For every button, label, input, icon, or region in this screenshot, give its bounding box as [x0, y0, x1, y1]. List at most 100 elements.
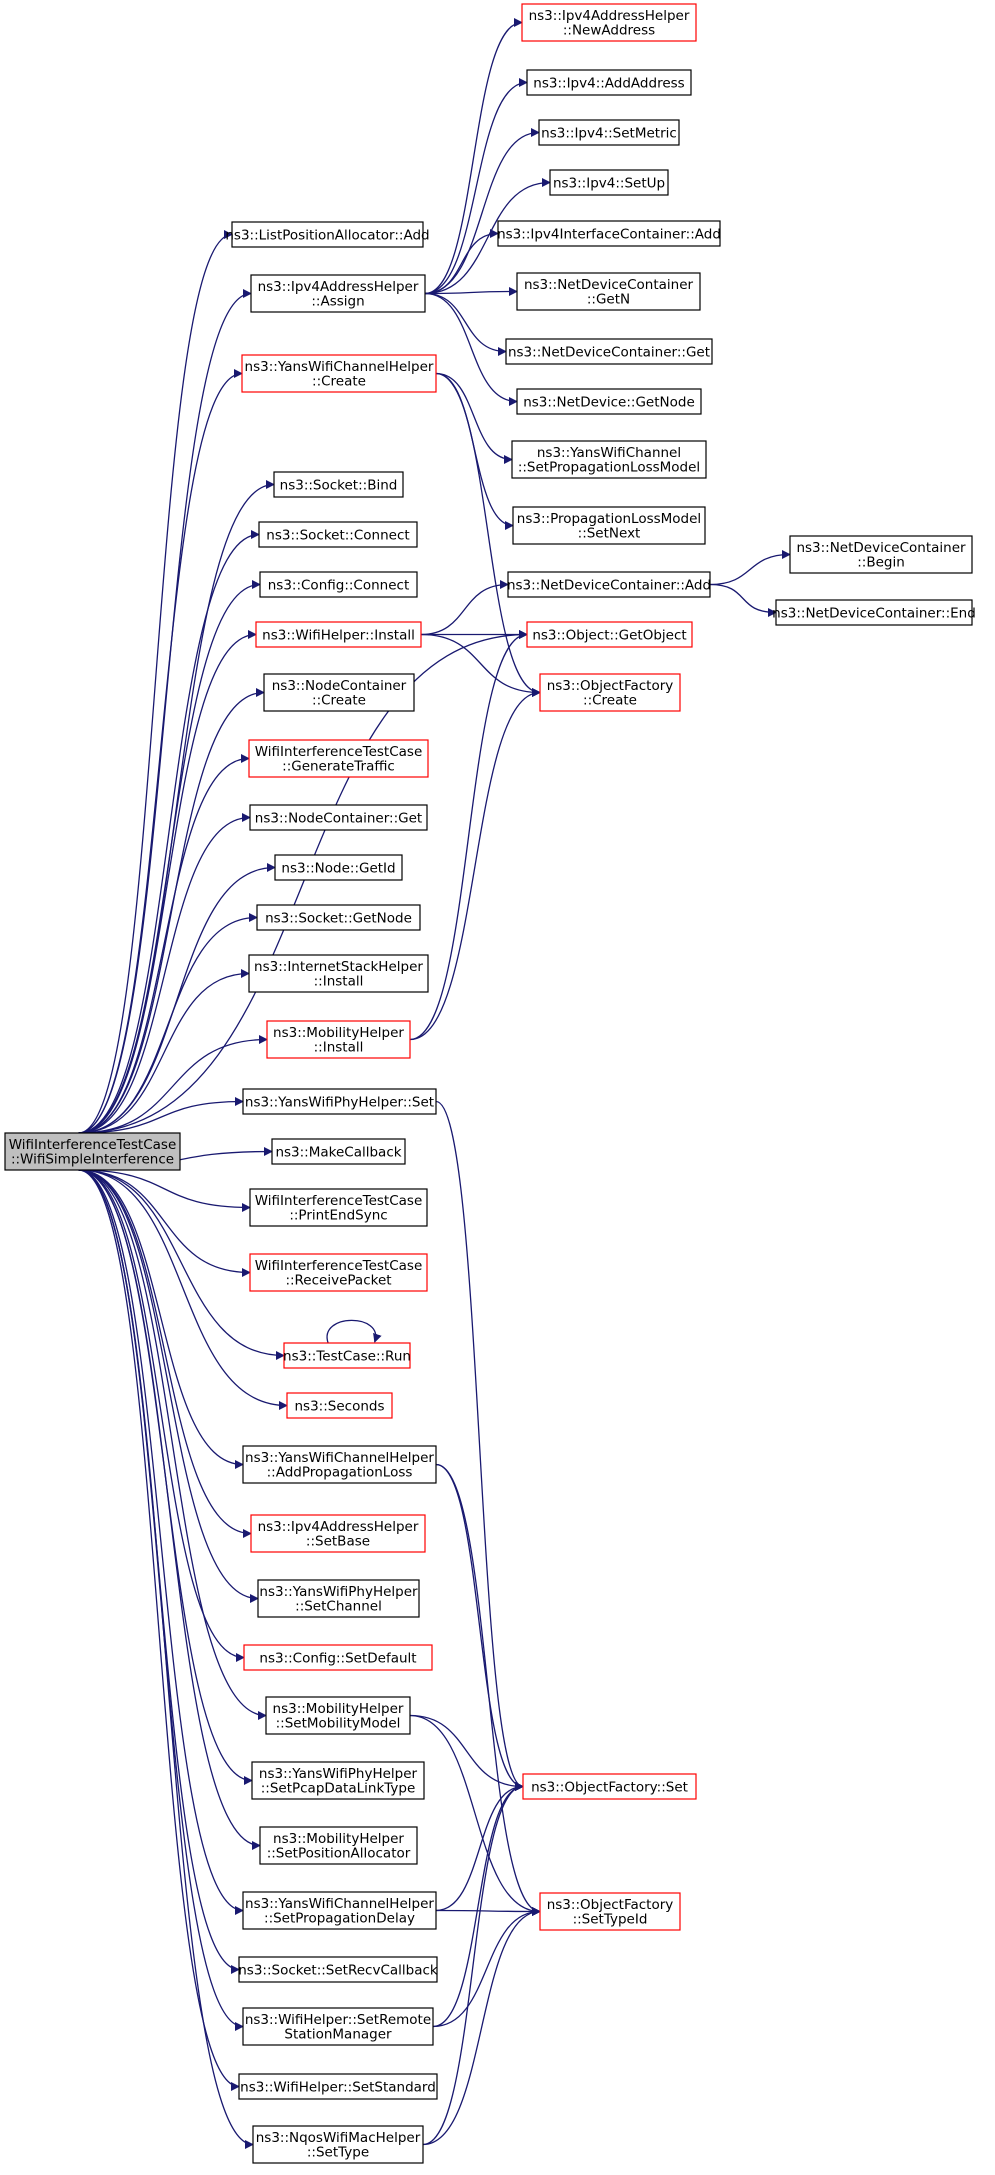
- node-label: ::SetBase: [306, 1534, 370, 1550]
- node-box: [255, 621, 422, 648]
- function-node-ndcget[interactable]: ns3::NetDeviceContainer::Get: [505, 338, 713, 365]
- node-label: ns3::WifiHelper::SetRemote: [245, 2012, 431, 2028]
- function-node-ndcbegin[interactable]: ns3::NetDeviceContainer::Begin: [789, 535, 973, 574]
- function-node-setposalloc[interactable]: ns3::MobilityHelper::SetPositionAllocato…: [259, 1826, 418, 1865]
- function-node-ndcadd[interactable]: ns3::NetDeviceContainer::Add: [507, 571, 711, 598]
- function-node-setproplossmodel[interactable]: ns3::YansWifiChannel::SetPropagationLoss…: [511, 440, 707, 479]
- call-edge: [78, 530, 260, 1134]
- call-edge: [78, 1169, 267, 1720]
- node-label: ::SetPositionAllocator: [267, 1846, 411, 1862]
- function-node-ipv4icadd[interactable]: ns3::Ipv4InterfaceContainer::Add: [497, 220, 721, 247]
- function-node-setpropdelay[interactable]: ns3::YansWifiChannelHelper::SetPropagati…: [242, 1891, 437, 1930]
- function-node-gentraffic[interactable]: WifiInterferenceTestCase::GenerateTraffi…: [248, 739, 429, 778]
- function-node-sockconnect[interactable]: ns3::Socket::Connect: [258, 521, 418, 548]
- function-node-ofsettypeid[interactable]: ns3::ObjectFactory::SetTypeId: [539, 1892, 681, 1931]
- node-box: [259, 571, 418, 598]
- function-node-ndcend[interactable]: ns3::NetDeviceContainer::End: [772, 599, 976, 626]
- function-node-ipv4setmetric[interactable]: ns3::Ipv4::SetMetric: [538, 119, 680, 146]
- node-label: ns3::YansWifiPhyHelper::Set: [245, 1094, 434, 1110]
- node-box: [242, 1445, 437, 1484]
- node-box: [283, 1342, 411, 1369]
- function-node-printend[interactable]: WifiInterferenceTestCase::PrintEndSync: [249, 1188, 428, 1227]
- call-edge: [78, 969, 250, 1134]
- node-label: WifiInterferenceTestCase: [9, 1137, 177, 1153]
- node-label: ns3::NetDeviceContainer::End: [772, 605, 976, 621]
- node-label: ns3::Ipv4InterfaceContainer::Add: [497, 226, 721, 242]
- node-label: ::Assign: [311, 294, 364, 310]
- node-label: ::NewAddress: [563, 23, 655, 39]
- function-nodes: WifiInterferenceTestCase::WifiSimpleInte…: [4, 3, 976, 2164]
- node-label: ::Install: [314, 1040, 364, 1056]
- function-node-setrecvcb[interactable]: ns3::Socket::SetRecvCallback: [238, 1956, 438, 1983]
- node-label: ns3::NodeContainer: [272, 678, 407, 694]
- function-node-ipv4assign[interactable]: ns3::Ipv4AddressHelper::Assign: [250, 274, 426, 313]
- function-node-root[interactable]: WifiInterferenceTestCase::WifiSimpleInte…: [4, 1132, 181, 1171]
- function-node-listpos[interactable]: ns3::ListPositionAllocator::Add: [225, 221, 430, 248]
- node-box: [250, 1514, 426, 1553]
- node-label: ::SetPropagationLossModel: [518, 460, 700, 476]
- node-label: ns3::NetDeviceContainer: [796, 540, 966, 556]
- function-node-setpcap[interactable]: ns3::YansWifiPhyHelper::SetPcapDataLinkT…: [251, 1761, 425, 1800]
- node-label: ns3::MobilityHelper: [273, 1701, 404, 1717]
- function-node-recvpacket[interactable]: WifiInterferenceTestCase::ReceivePacket: [249, 1253, 428, 1292]
- function-node-ipv4addaddr[interactable]: ns3::Ipv4::AddAddress: [526, 69, 692, 96]
- node-box: [251, 1761, 425, 1800]
- function-node-yanschcreate[interactable]: ns3::YansWifiChannelHelper::Create: [241, 354, 437, 393]
- call-edge: [409, 630, 528, 1041]
- function-node-testrun[interactable]: ns3::TestCase::Run: [283, 1342, 411, 1369]
- function-node-setbase[interactable]: ns3::Ipv4AddressHelper::SetBase: [250, 1514, 426, 1553]
- function-node-settype[interactable]: ns3::NqosWifiMacHelper::SetType: [252, 2125, 424, 2164]
- function-node-newaddress[interactable]: ns3::Ipv4AddressHelper::NewAddress: [521, 3, 697, 42]
- function-node-setdefault[interactable]: ns3::Config::SetDefault: [243, 1644, 433, 1671]
- node-label: ::PrintEndSync: [289, 1208, 387, 1224]
- function-node-ipv4setup[interactable]: ns3::Ipv4::SetUp: [549, 169, 669, 196]
- call-edge: [424, 229, 499, 295]
- function-node-addproploss[interactable]: ns3::YansWifiChannelHelper::AddPropagati…: [242, 1445, 437, 1484]
- function-node-makecallback[interactable]: ns3::MakeCallback: [271, 1138, 406, 1165]
- node-box: [526, 69, 692, 96]
- function-node-ncget[interactable]: ns3::NodeContainer::Get: [249, 804, 428, 831]
- call-edge: [409, 1714, 541, 1916]
- function-node-wifiinstall[interactable]: ns3::WifiHelper::Install: [255, 621, 422, 648]
- call-edge: [435, 1782, 524, 1912]
- node-label: ns3::Ipv4::SetMetric: [541, 125, 677, 141]
- function-node-sockbind[interactable]: ns3::Socket::Bind: [273, 471, 404, 498]
- function-node-setchannel[interactable]: ns3::YansWifiPhyHelper::SetChannel: [257, 1579, 420, 1618]
- function-node-ndgetnode[interactable]: ns3::NetDevice::GetNode: [516, 388, 702, 415]
- function-node-mobinstall[interactable]: ns3::MobilityHelper::Install: [266, 1020, 411, 1059]
- function-node-ofset[interactable]: ns3::ObjectFactory::Set: [522, 1773, 697, 1800]
- call-edge: [420, 580, 509, 636]
- node-box: [258, 521, 418, 548]
- function-node-setstandard[interactable]: ns3::WifiHelper::SetStandard: [238, 2073, 438, 2100]
- node-label: ns3::NodeContainer::Get: [255, 810, 422, 826]
- node-label: ns3::MakeCallback: [275, 1144, 401, 1160]
- node-box: [516, 388, 702, 415]
- call-edge: [78, 1169, 251, 1212]
- function-node-cfgconnect[interactable]: ns3::Config::Connect: [259, 571, 418, 598]
- node-box: [507, 571, 711, 598]
- call-edge: [432, 1907, 541, 2028]
- function-node-inetinstall[interactable]: ns3::InternetStackHelper::Install: [248, 954, 429, 993]
- node-label: ns3::NqosWifiMacHelper: [256, 2130, 421, 2146]
- function-node-ofcreate[interactable]: ns3::ObjectFactory::Create: [539, 673, 681, 712]
- function-node-yansphyset[interactable]: ns3::YansWifiPhyHelper::Set: [242, 1088, 437, 1115]
- node-label: ns3::Socket::GetNode: [265, 910, 412, 926]
- call-edge: [78, 630, 257, 1134]
- call-edge: [78, 369, 243, 1134]
- function-node-ndcgetn[interactable]: ns3::NetDeviceContainer::GetN: [516, 272, 701, 311]
- function-node-nodegetid[interactable]: ns3::Node::GetId: [274, 854, 403, 881]
- function-node-setmobmodel[interactable]: ns3::MobilityHelper::SetMobilityModel: [265, 1696, 411, 1735]
- call-edge: [78, 1169, 252, 1538]
- node-label: ::Create: [312, 693, 366, 709]
- function-node-plmsetnext[interactable]: ns3::PropagationLossModel::SetNext: [512, 506, 706, 545]
- call-edge: [435, 1463, 541, 1916]
- node-label: ns3::YansWifiPhyHelper: [259, 1766, 418, 1782]
- node-label: ns3::Ipv4AddressHelper: [258, 1519, 419, 1535]
- function-node-nccreate[interactable]: ns3::NodeContainer::Create: [263, 673, 415, 712]
- function-node-sockgetnode[interactable]: ns3::Socket::GetNode: [256, 904, 421, 931]
- call-edge: [78, 1169, 261, 1850]
- function-node-getobject[interactable]: ns3::Object::GetObject: [526, 621, 693, 648]
- node-label: ns3::MobilityHelper: [273, 1025, 404, 1041]
- function-node-seconds[interactable]: ns3::Seconds: [286, 1392, 393, 1419]
